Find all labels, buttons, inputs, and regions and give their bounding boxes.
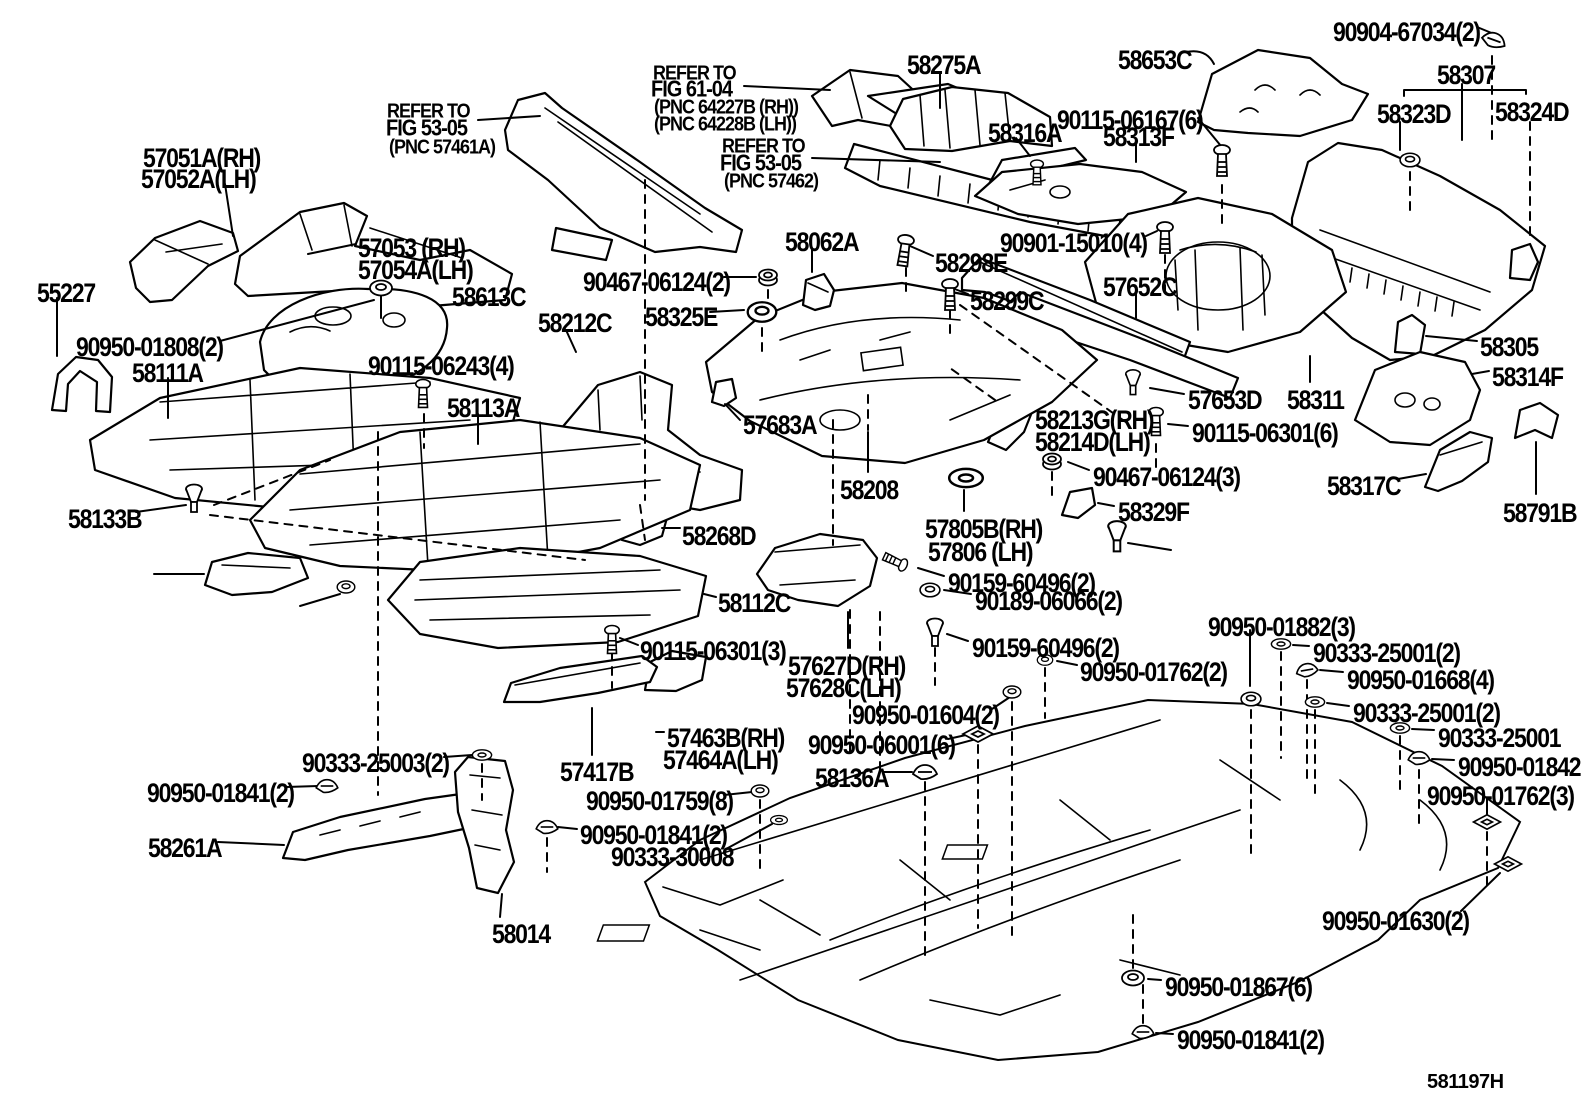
part-58307-rear-end-panel bbox=[1290, 141, 1547, 362]
nut-icon-90467-06124-2 bbox=[758, 268, 778, 287]
clip-icon-90904-67034 bbox=[1479, 28, 1509, 52]
part-57207A-bracket bbox=[203, 551, 310, 597]
part-58324D-bracket bbox=[1508, 242, 1540, 282]
grommet-icon-90950-01759 bbox=[750, 784, 770, 798]
oval-icon-90333-30008 bbox=[769, 814, 789, 826]
clip-icon-58136A bbox=[912, 764, 938, 781]
alignment-dashes bbox=[209, 55, 1531, 1024]
part-shapes bbox=[50, 48, 1560, 1062]
grommet-icon-90950-01867 bbox=[1121, 969, 1145, 987]
leader-lines bbox=[56, 26, 1537, 1035]
grommet-icon-90950-01808 bbox=[369, 279, 393, 297]
oval-icon-90333-25001-b bbox=[1304, 696, 1326, 708]
clip-icon-90950-01668 bbox=[1294, 661, 1320, 680]
grommet-icon-58325E bbox=[746, 301, 778, 323]
bolt-icon-90115-06301-6 bbox=[1147, 406, 1165, 437]
plug-icon-90950-01882 bbox=[1240, 691, 1262, 707]
part-58112C-under-panel bbox=[386, 546, 708, 650]
pad-icon-90950-01762-3 bbox=[1472, 813, 1502, 831]
screw-icon-90159-60496-a bbox=[880, 549, 911, 574]
part-57461A-front-crossmember bbox=[503, 91, 744, 254]
bolt-icon-90115-06314 bbox=[1107, 520, 1127, 553]
clip-icon-90950-01841-a bbox=[315, 778, 339, 794]
part-58313F-bracket bbox=[973, 162, 1188, 226]
figure-code: 581197H bbox=[1427, 1071, 1504, 1093]
nut-icon-90467-06124-3 bbox=[1042, 452, 1062, 471]
oval-icon-90333-25001-c bbox=[1389, 722, 1411, 734]
pad-icon-90950-01630 bbox=[1493, 855, 1523, 873]
part-58314F-extension bbox=[1353, 350, 1482, 447]
bolt-icon-90115-06167 bbox=[1213, 144, 1231, 177]
part-underbody-assembly bbox=[596, 698, 1522, 1062]
part-58208-center-floor-pan bbox=[704, 281, 1099, 465]
grommet-icon-57805B bbox=[947, 467, 985, 489]
part-55227-bracket bbox=[50, 355, 114, 414]
part-58062A-bracket bbox=[801, 272, 836, 312]
part-58329F-bracket bbox=[1060, 486, 1097, 520]
grommet-icon-90950-01762-2 bbox=[1036, 654, 1054, 666]
part-57683A-clip bbox=[710, 377, 738, 408]
grommet-icon-90950-01539 bbox=[336, 580, 356, 594]
part-57417B-rail bbox=[502, 654, 659, 704]
grommet-icon-58323D bbox=[1399, 152, 1421, 168]
pad-icon-90950-06001 bbox=[962, 725, 994, 743]
pin-icon-90159-60496-b bbox=[926, 617, 944, 647]
part-58275A-crossmember bbox=[888, 85, 1054, 153]
part-58791B-hook bbox=[1513, 401, 1560, 440]
grommet-icon-90189-06066 bbox=[919, 582, 941, 598]
oval-icon-90333-25001-a bbox=[1270, 638, 1292, 650]
part-58305-bracket bbox=[1393, 313, 1427, 356]
part-58317C-reinforcement bbox=[1423, 430, 1494, 493]
bolt-icon-58298E bbox=[893, 233, 916, 268]
clip-icon-90950-01841-c bbox=[1131, 1024, 1155, 1040]
oval-icon-90333-25003 bbox=[471, 749, 493, 761]
part-58653C-panel bbox=[1196, 48, 1370, 138]
part-58014-bracket bbox=[453, 755, 516, 895]
clip-icon-90950-01842 bbox=[1407, 750, 1431, 766]
clip-icon-90950-01841-b bbox=[535, 819, 559, 835]
grommet-icon-90950-01604 bbox=[1002, 685, 1022, 699]
part-57051A-seat-bracket bbox=[128, 219, 240, 304]
pin-icon-57653D bbox=[1124, 369, 1142, 396]
part-57627D-brace bbox=[755, 532, 879, 608]
